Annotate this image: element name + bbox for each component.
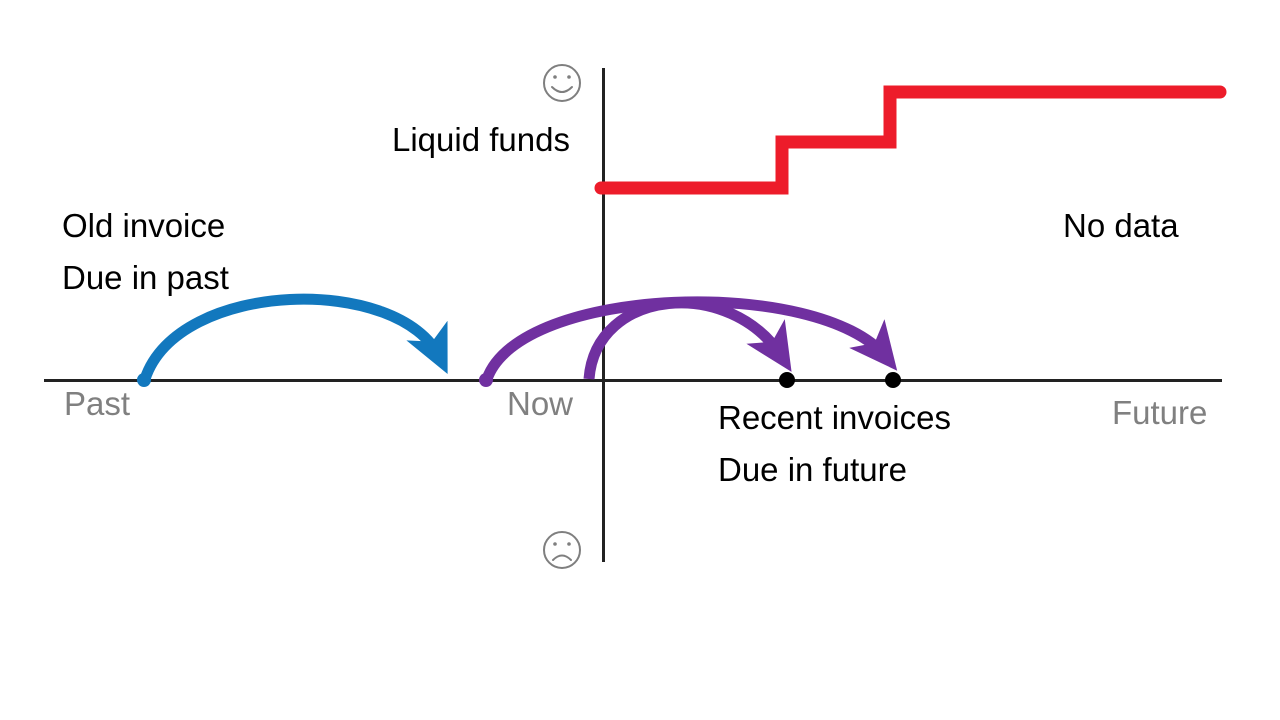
step-2-dot bbox=[885, 372, 901, 388]
old-invoice-label-line2: Due in past bbox=[62, 259, 229, 296]
smiley-sad-icon bbox=[543, 531, 581, 569]
axis-label-past: Past bbox=[64, 385, 131, 422]
axis-label-now: Now bbox=[507, 385, 574, 422]
liquid-funds-step-line bbox=[594, 85, 1227, 195]
recent-invoice-arc-long bbox=[481, 296, 898, 382]
now-start-dot bbox=[479, 373, 493, 387]
recent-invoices-label-line1: Recent invoices bbox=[718, 399, 951, 436]
step-1-dot bbox=[779, 372, 795, 388]
past-start-dot bbox=[137, 373, 151, 387]
axis-label-future: Future bbox=[1112, 394, 1208, 431]
liquid-funds-label: Liquid funds bbox=[392, 121, 570, 158]
smiley-happy-icon bbox=[543, 64, 581, 102]
recent-invoices-label-line2: Due in future bbox=[718, 451, 907, 488]
no-data-label: No data bbox=[1063, 207, 1179, 244]
old-invoice-label-line1: Old invoice bbox=[62, 207, 226, 244]
old-invoice-arc bbox=[139, 293, 448, 381]
recent-invoice-arc-short bbox=[583, 297, 792, 380]
